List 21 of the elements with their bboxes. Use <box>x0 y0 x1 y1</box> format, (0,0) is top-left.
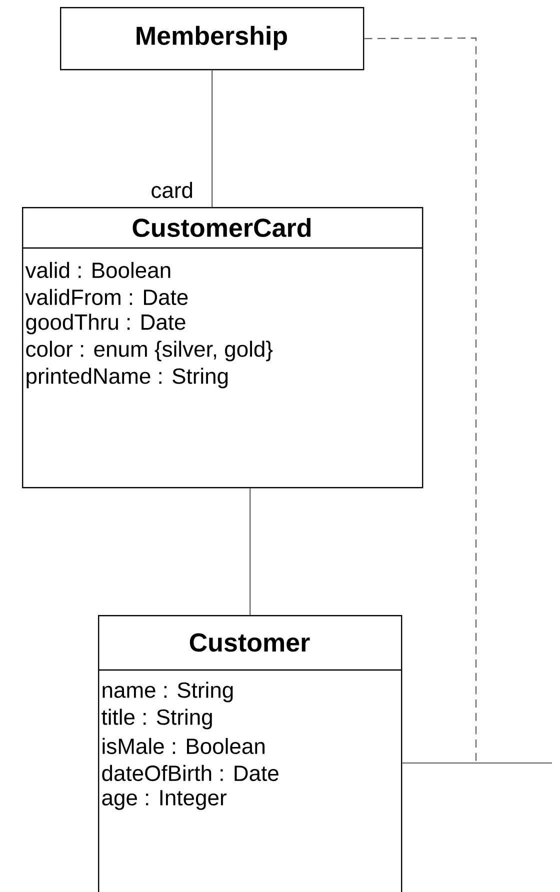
class-box <box>60 7 364 70</box>
attribute-text: name : String <box>102 682 233 702</box>
association-line <box>250 488 251 615</box>
class-name: CustomerCard <box>132 218 311 238</box>
attribute-text: valid : Boolean <box>25 262 170 278</box>
association-line <box>402 762 552 764</box>
attribute-text: title : String <box>102 708 212 730</box>
class-box <box>98 615 402 892</box>
attribute-text: printedName : String <box>26 368 228 388</box>
attribute-text: dateOfBirth : Date <box>102 764 278 782</box>
attribute-text: validFrom : Date <box>25 288 188 306</box>
class-box <box>22 207 424 488</box>
association-line <box>364 37 477 763</box>
association-line <box>212 70 213 207</box>
attribute-text: goodThru : Date <box>26 314 186 334</box>
attribute-text: isMale : Boolean <box>102 738 264 754</box>
role-label: card <box>149 180 195 200</box>
attribute-text: color : enum {silver, gold} <box>26 340 273 362</box>
class-name: Membership <box>136 26 287 50</box>
class-name: Customer <box>190 633 310 652</box>
attribute-text: age : Integer <box>102 790 226 810</box>
